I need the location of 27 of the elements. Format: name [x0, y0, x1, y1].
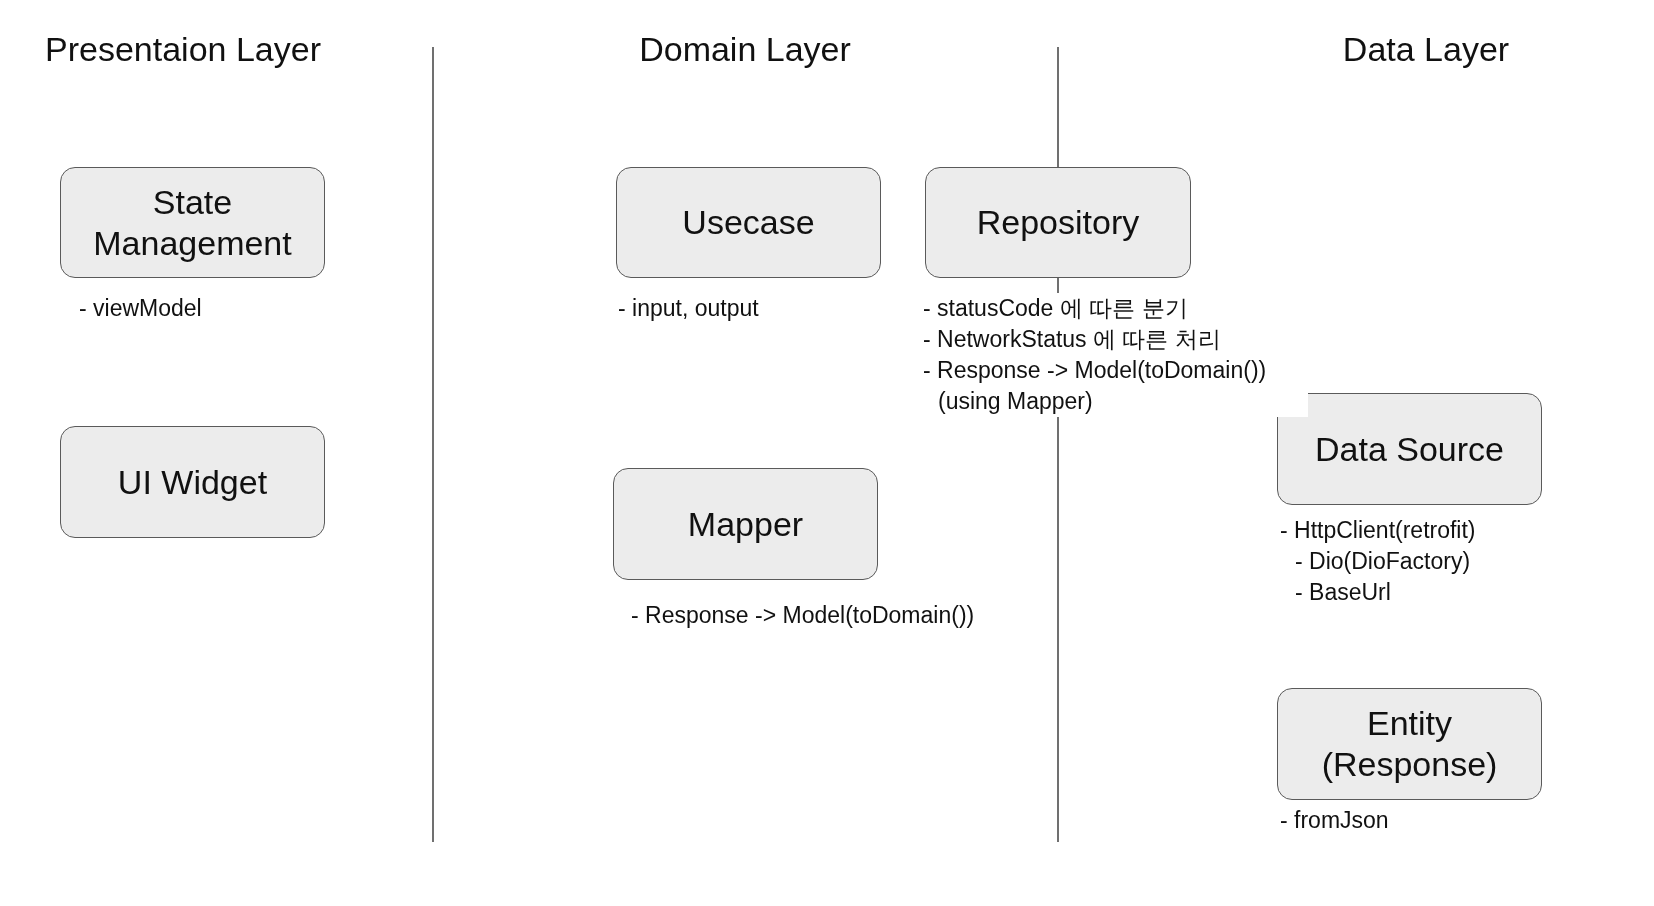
box-title: UI Widget — [116, 461, 269, 503]
note-text: - BaseUrl — [1294, 578, 1392, 607]
note-text: - statusCode 에 따른 분기 — [923, 294, 1189, 323]
component-box — [616, 167, 881, 278]
box-title: Usecase — [681, 202, 816, 243]
component-box — [1277, 393, 1542, 505]
component-box — [60, 426, 325, 538]
note-text: - fromJson — [1280, 806, 1390, 835]
box-title: Repository — [975, 202, 1141, 243]
note-text: - viewModel — [79, 294, 203, 323]
box-title: Mapper — [686, 503, 805, 545]
box-title: Data Source — [1314, 428, 1505, 470]
note-text: - HttpClient(retrofit) — [1280, 516, 1477, 545]
note-text: - Response -> Model(toDomain()) — [631, 601, 976, 630]
component-box — [613, 468, 878, 580]
layer-heading: Domain Layer — [639, 30, 851, 69]
component-box — [925, 167, 1191, 278]
box-title: State Management — [92, 181, 293, 264]
note-text: - NetworkStatus 에 따른 처리 — [923, 325, 1222, 354]
note-text: - Dio(DioFactory) — [1294, 547, 1472, 576]
box-title: Entity (Response) — [1320, 703, 1499, 785]
note-text: - input, output — [618, 294, 760, 323]
component-box — [1277, 688, 1542, 800]
layer-heading: Data Layer — [1342, 30, 1510, 69]
layer-heading: Presentaion Layer — [45, 30, 321, 69]
note-text: - Response -> Model(toDomain()) (using Mapper) — [923, 356, 1268, 416]
component-box — [60, 167, 325, 278]
